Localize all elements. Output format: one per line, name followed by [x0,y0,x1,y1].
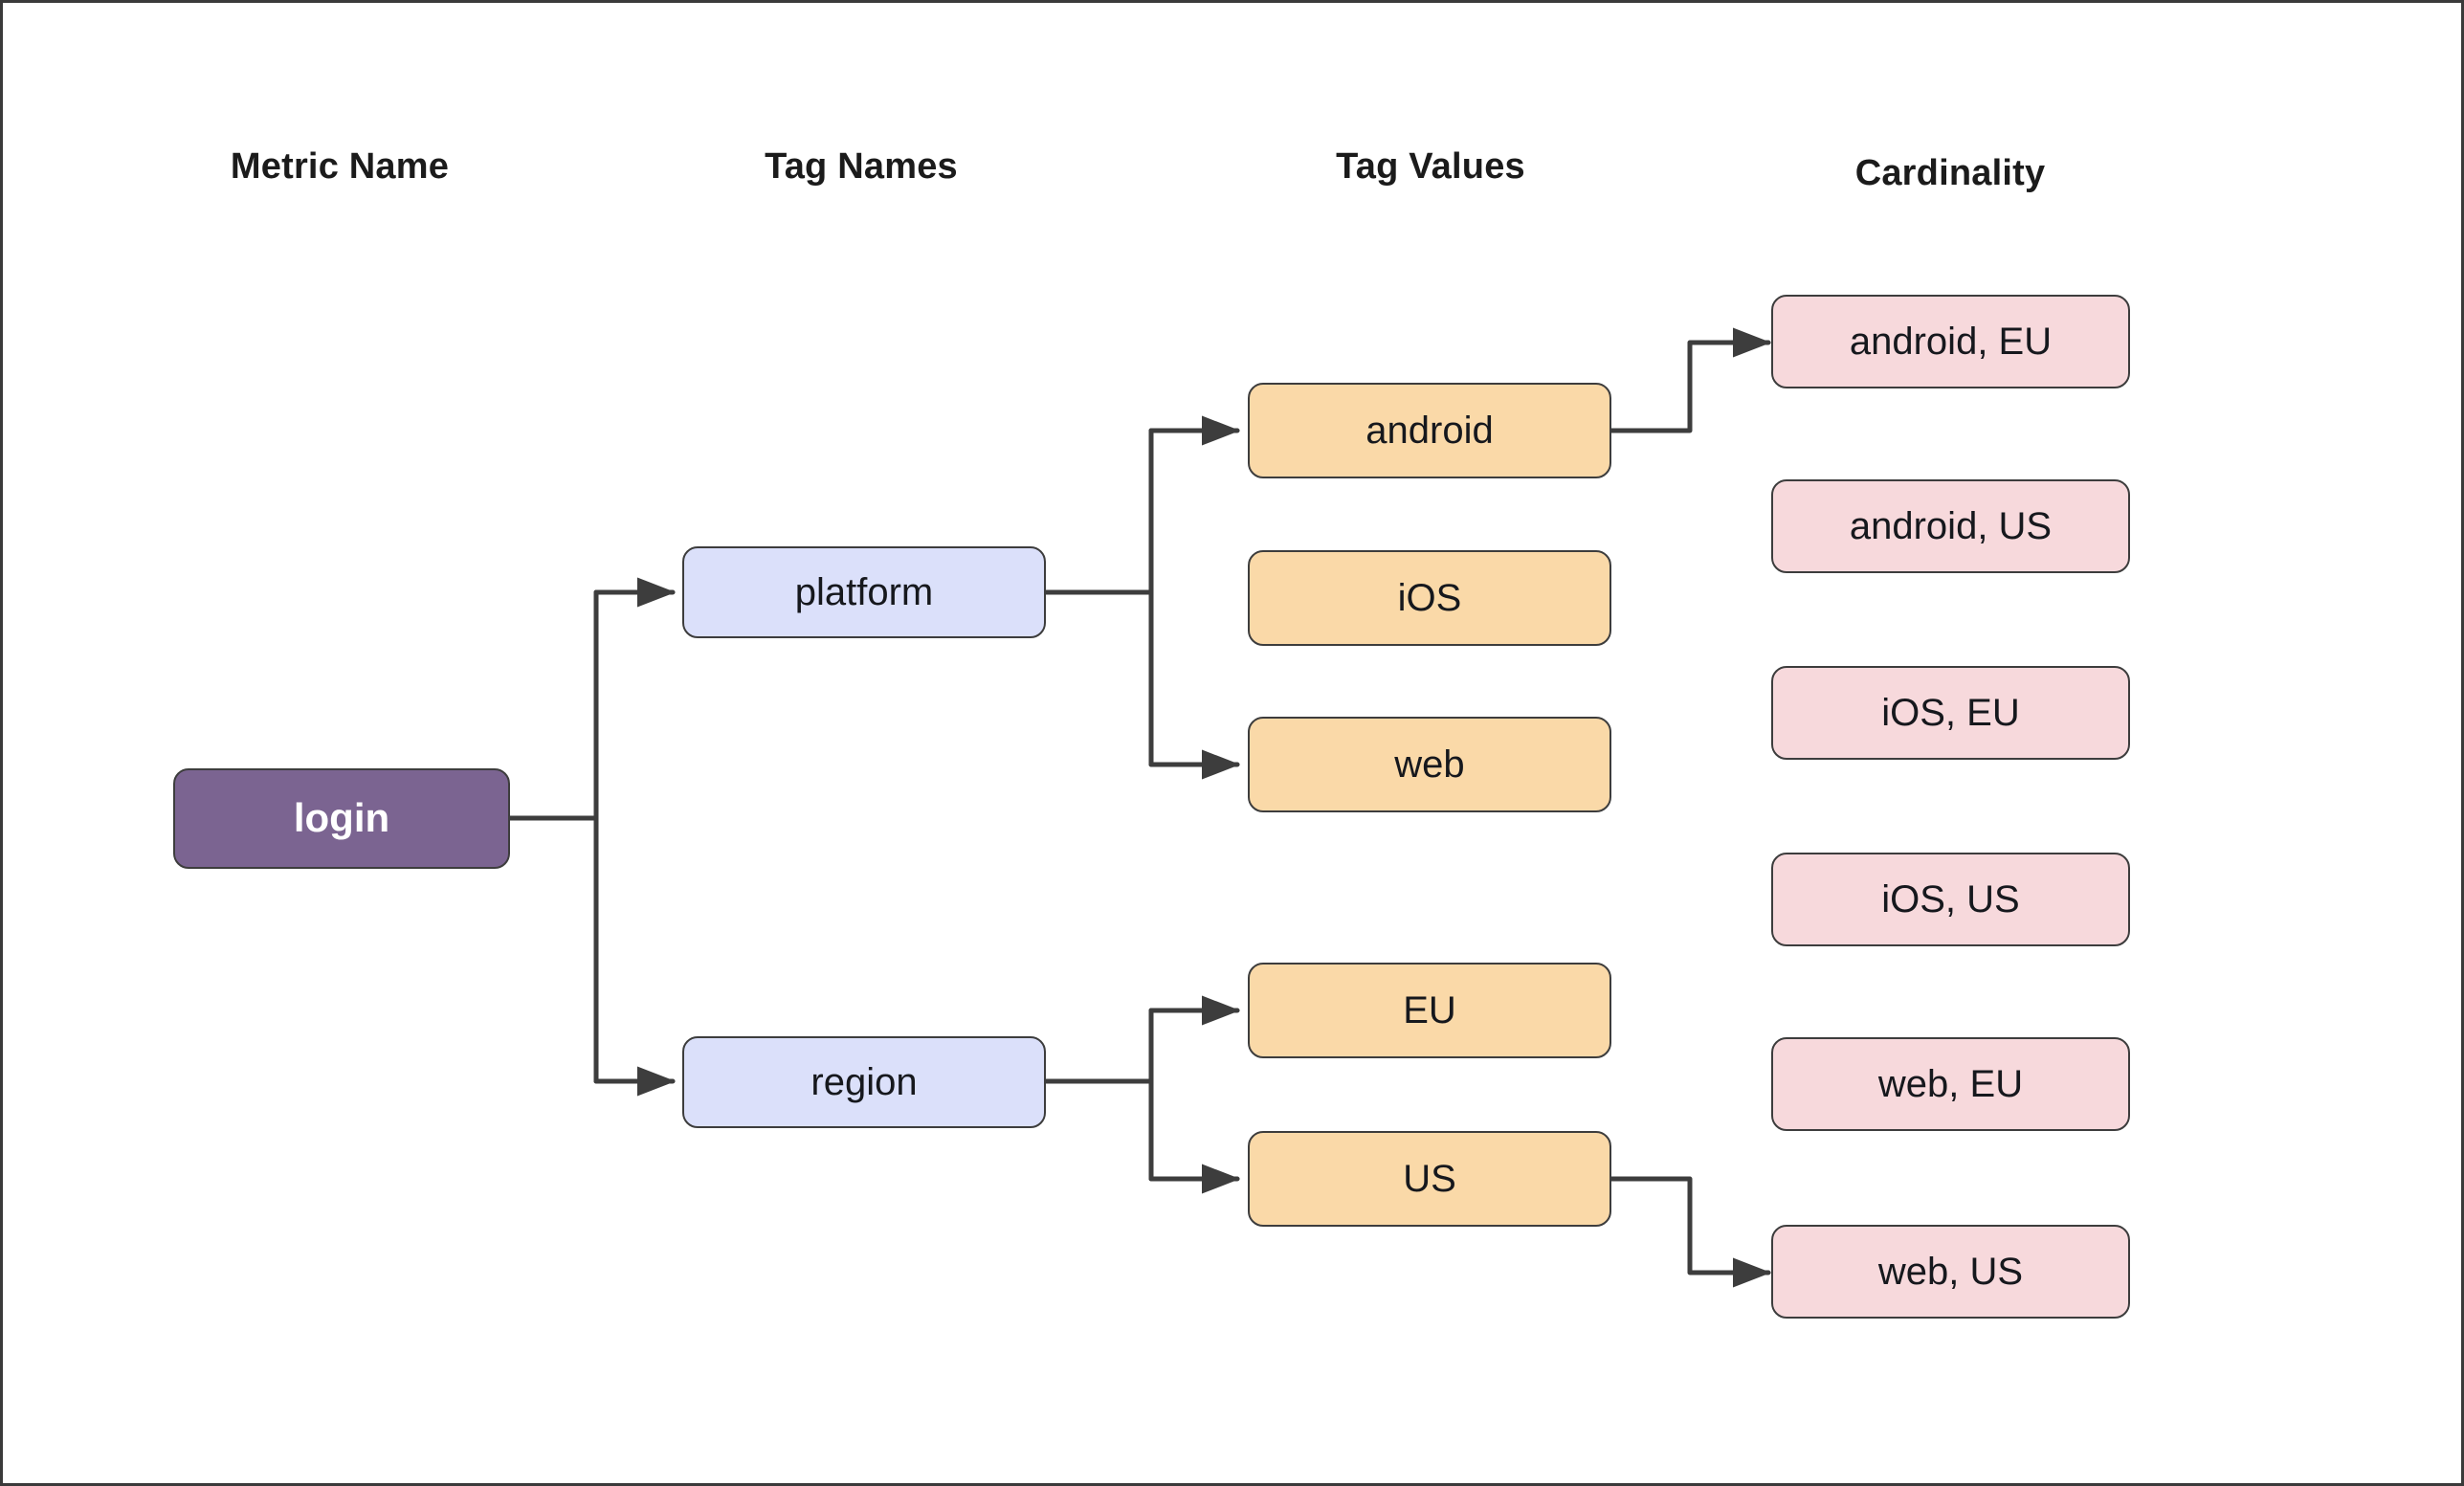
node-cardinality-web-us[interactable]: web, US [1771,1225,2130,1319]
node-label: web, US [1877,1251,2024,1293]
node-metric-login[interactable]: login [173,768,510,869]
node-cardinality-ios-eu[interactable]: iOS, EU [1771,666,2130,760]
column-header-tag-names: Tag Names [765,146,958,187]
node-tagvalue-us[interactable]: US [1248,1131,1611,1227]
node-label: android [1365,410,1494,452]
node-tagname-platform[interactable]: platform [682,546,1046,638]
node-label: web, EU [1877,1063,2024,1105]
node-cardinality-android-us[interactable]: android, US [1771,479,2130,573]
node-label: US [1403,1158,1456,1200]
node-label: region [810,1061,918,1103]
node-label: web [1394,743,1465,786]
node-label: iOS, US [1881,878,2020,920]
node-label: android, EU [1849,321,2053,363]
column-header-tag-values: Tag Values [1336,146,1525,187]
node-label: EU [1403,989,1456,1031]
node-cardinality-web-eu[interactable]: web, EU [1771,1037,2130,1131]
column-header-cardinality: Cardinality [1854,153,2046,193]
node-label: iOS [1397,577,1462,619]
edge-android-to-android-eu [1609,327,1771,433]
node-label: login [293,795,390,841]
node-cardinality-ios-us[interactable]: iOS, US [1771,853,2130,946]
node-label: platform [794,571,934,613]
node-tagvalue-ios[interactable]: iOS [1248,550,1611,646]
column-header-metric-name: Metric Name [230,146,450,187]
node-label: android, US [1849,505,2053,547]
node-cardinality-android-eu[interactable]: android, EU [1771,295,2130,388]
node-tagvalue-android[interactable]: android [1248,383,1611,478]
node-tagvalue-web[interactable]: web [1248,717,1611,812]
node-tagvalue-eu[interactable]: EU [1248,963,1611,1058]
node-tagname-region[interactable]: region [682,1036,1046,1128]
edge-us-to-web-us [1609,1176,1771,1288]
node-label: iOS, EU [1881,692,2020,734]
